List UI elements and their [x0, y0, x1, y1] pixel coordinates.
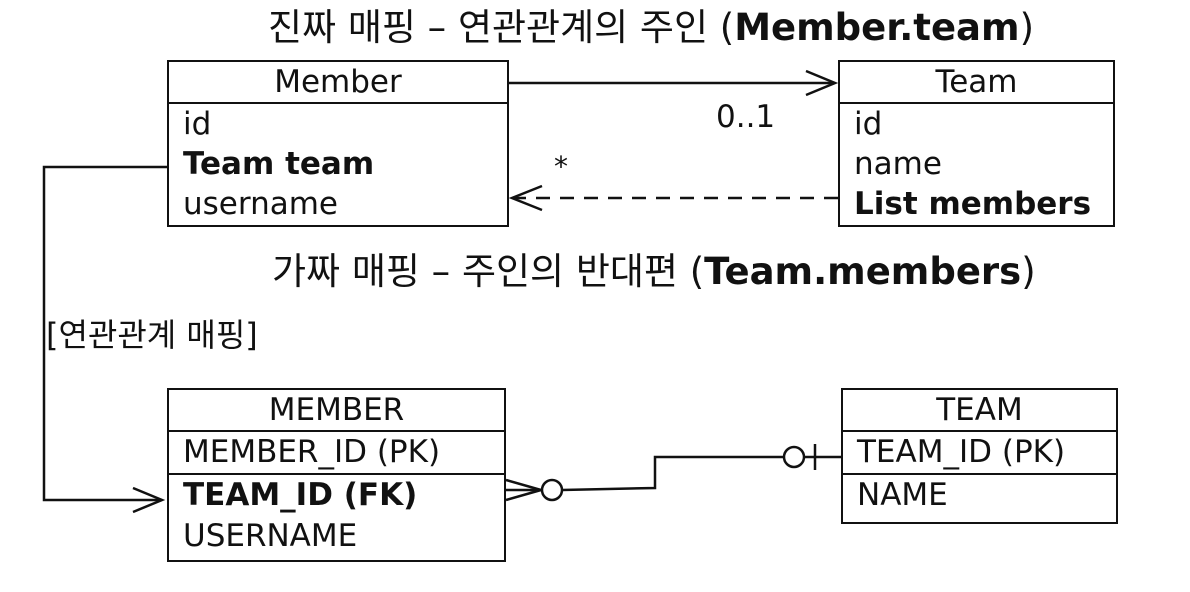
team-field-members: List members — [854, 186, 1092, 222]
team-field-id: id — [854, 106, 883, 142]
real-mapping-owner: Member.team — [734, 6, 1020, 49]
member-table-pk-section: MEMBER_ID (PK) — [169, 432, 504, 475]
team-class-box: Team id name List members — [838, 60, 1115, 227]
member-table-title: MEMBER — [169, 390, 504, 432]
team-table-name: NAME — [857, 477, 948, 513]
member-table-columns-section: TEAM_ID (FK) USERNAME — [169, 475, 504, 557]
team-class-title: Team — [840, 62, 1113, 104]
team-table-pk: TEAM_ID (PK) — [857, 434, 1066, 470]
member-table-fk: TEAM_ID (FK) — [183, 477, 418, 513]
member-table-username: USERNAME — [183, 518, 358, 554]
association-mapping-arrow — [42, 165, 167, 514]
member-field-id: id — [183, 106, 212, 142]
multiplicity-members: * — [554, 150, 568, 183]
member-table-box: MEMBER MEMBER_ID (PK) TEAM_ID (FK) USERN… — [167, 388, 506, 562]
member-field-team: Team team — [183, 146, 375, 182]
team-field-name: name — [854, 146, 942, 182]
er-relationship-line — [505, 444, 841, 502]
member-class-box: Member id Team team username — [167, 60, 509, 227]
fake-mapping-text: 가짜 매핑 – 주인의 반대편 ( — [272, 250, 705, 293]
real-mapping-text: 진짜 매핑 – 연관관계의 주인 ( — [268, 6, 735, 49]
team-table-box: TEAM TEAM_ID (PK) NAME — [841, 388, 1118, 524]
fake-mapping-inverse: Team.members — [704, 250, 1022, 293]
real-mapping-close: ) — [1019, 6, 1035, 49]
association-mapping-label: [연관관계 매핑] — [46, 316, 258, 354]
fake-mapping-title: 가짜 매핑 – 주인의 반대편 (Team.members) — [272, 250, 1036, 294]
team-table-columns-section: NAME — [843, 475, 1116, 516]
fake-mapping-close: ) — [1021, 250, 1036, 293]
member-to-team-arrow — [509, 69, 839, 97]
member-field-username: username — [183, 186, 338, 222]
real-mapping-title: 진짜 매핑 – 연관관계의 주인 (Member.team) — [268, 6, 1034, 50]
team-table-title: TEAM — [843, 390, 1116, 432]
team-to-member-dashed-arrow — [508, 184, 838, 212]
team-table-pk-section: TEAM_ID (PK) — [843, 432, 1116, 475]
member-class-title: Member — [169, 62, 507, 104]
member-table-pk: MEMBER_ID (PK) — [183, 434, 441, 470]
multiplicity-team: 0..1 — [716, 99, 776, 135]
